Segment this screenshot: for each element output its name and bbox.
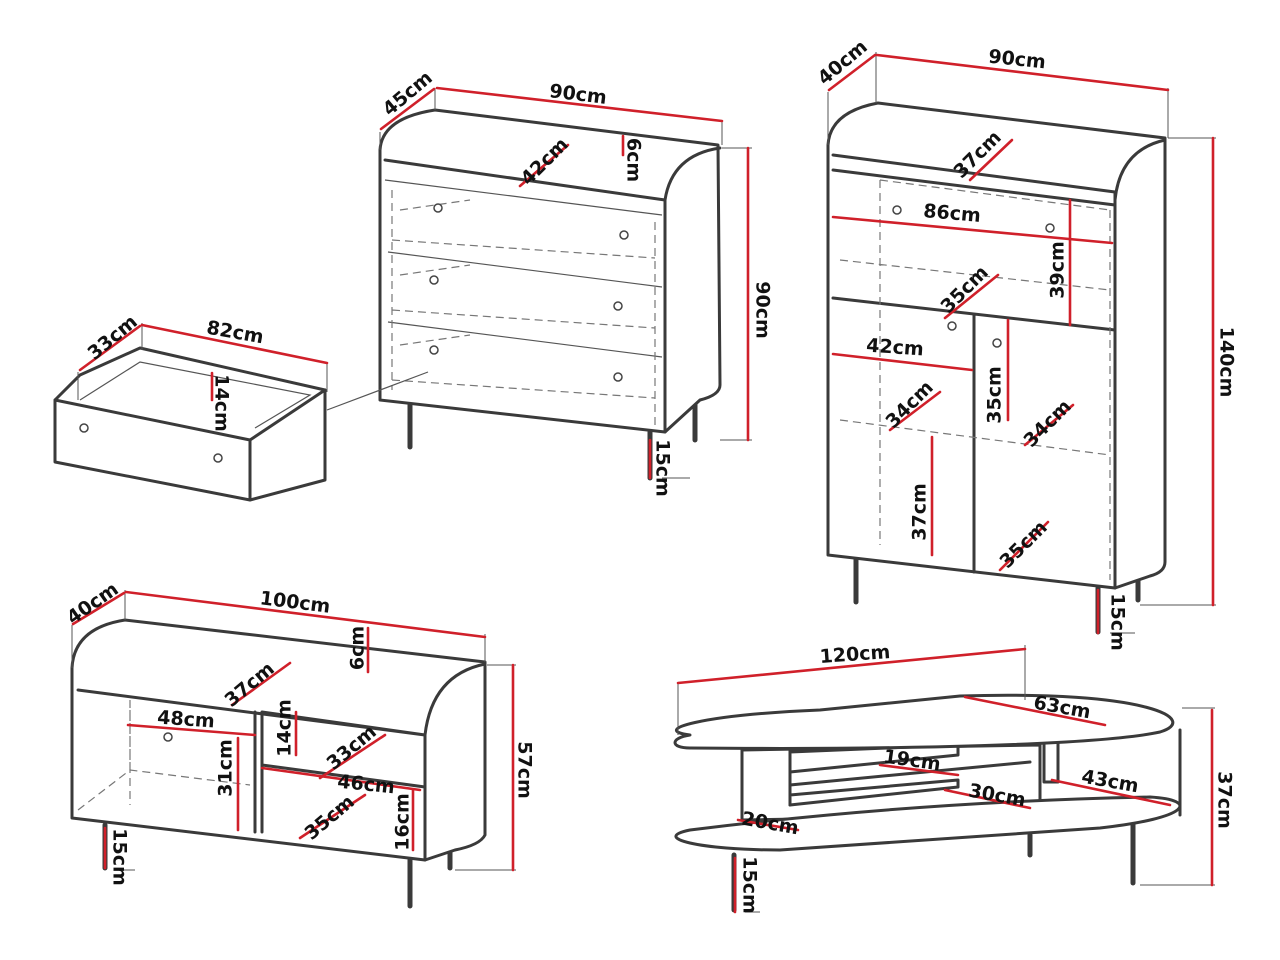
dim-line xyxy=(736,818,800,832)
dim-line xyxy=(78,324,142,372)
dim-line xyxy=(963,695,1107,727)
dim-line xyxy=(888,390,942,432)
chest-rim-label: 6cm xyxy=(623,138,645,182)
chest-edges xyxy=(383,146,722,434)
dim-line xyxy=(318,733,387,780)
drawer-detail: 33cm 82cm 14cm xyxy=(53,311,429,502)
dim-line xyxy=(943,273,1000,320)
tv-left-width-label: 48cm xyxy=(157,707,216,733)
chest-leg-label: 15cm xyxy=(652,439,674,497)
knob xyxy=(619,230,629,240)
dim-line xyxy=(998,520,1050,572)
drawer-edges xyxy=(53,388,327,502)
dim-line xyxy=(943,788,1032,810)
table-side-depth-label: 43cm xyxy=(1080,766,1140,798)
table-top xyxy=(673,693,1175,750)
knob xyxy=(613,372,623,382)
chest-height-label: 90cm xyxy=(752,281,774,339)
table-bottom-shelf xyxy=(674,795,1182,852)
knob xyxy=(429,345,439,355)
hidden-lines xyxy=(391,190,656,425)
table-length-label: 120cm xyxy=(819,641,891,668)
hidden-lines xyxy=(839,179,1111,580)
dim-line xyxy=(126,723,257,737)
knob xyxy=(213,453,223,463)
dim-line xyxy=(518,143,570,188)
side-opening xyxy=(1042,740,1060,784)
tv-width-label: 100cm xyxy=(259,587,332,617)
knob xyxy=(947,321,957,331)
drawer-inner xyxy=(79,361,312,429)
dim-line xyxy=(260,766,422,792)
cabinet-right-height-label: 35cm xyxy=(984,366,1006,424)
dim-line xyxy=(140,323,329,365)
dim-line xyxy=(230,661,292,707)
extension-lines xyxy=(677,645,1215,913)
dim-line xyxy=(676,647,1027,685)
extension-lines xyxy=(827,52,1216,634)
lower-slot xyxy=(788,778,960,807)
tv-left-height-label: 31cm xyxy=(215,739,237,797)
cabinet-upper-height-label: 39cm xyxy=(1047,241,1069,299)
dim-line xyxy=(968,138,1014,182)
drawer-divisions xyxy=(384,179,663,358)
extension-lines xyxy=(71,590,516,871)
knob xyxy=(992,338,1002,348)
drawer-body xyxy=(53,346,327,502)
tv-height-label: 57cm xyxy=(514,741,536,799)
hidden-lines xyxy=(77,700,251,811)
tv-rim-label: 6cm xyxy=(347,626,369,670)
tv-leg-label: 15cm xyxy=(109,828,131,886)
tv-stand-body xyxy=(70,618,487,862)
drawer-width-label: 82cm xyxy=(205,317,265,349)
tv-upper-height-label: 14cm xyxy=(274,699,296,757)
dim-line xyxy=(1023,403,1075,447)
tv-stand: 40cm 100cm 6cm 37cm 48cm 14cm 31cm 33cm … xyxy=(63,578,536,909)
knob xyxy=(613,301,623,311)
cabinet-left-lower-label: 37cm xyxy=(909,483,931,541)
tall-cabinet: 40cm 90cm 140cm 37cm 86cm 39cm 35cm 42cm… xyxy=(814,36,1238,651)
table-leg-label: 15cm xyxy=(739,856,761,914)
dim-line xyxy=(878,763,960,777)
dim-line xyxy=(1050,778,1172,807)
chest-width-label: 90cm xyxy=(548,80,608,109)
dim-line xyxy=(827,53,877,92)
knob xyxy=(1045,223,1055,233)
coffee-table: 120cm 63cm 19cm 30cm 43cm 20cm 37cm 15cm xyxy=(673,641,1236,914)
connector-line xyxy=(326,371,429,411)
drawer-height-label: 14cm xyxy=(211,374,233,432)
extension-lines xyxy=(379,88,752,479)
cabinet-edges xyxy=(831,138,1167,590)
dim-line xyxy=(435,86,724,123)
dim-line xyxy=(831,352,974,372)
cabinet-height-label: 140cm xyxy=(1216,327,1238,398)
cabinet-inner-width-label: 86cm xyxy=(922,200,981,227)
extension-lines xyxy=(77,323,328,400)
dim-line xyxy=(875,53,1170,92)
cabinet-leg-label: 15cm xyxy=(1107,593,1129,651)
dim-line xyxy=(124,590,487,639)
dim-line xyxy=(298,793,367,840)
knob xyxy=(79,423,89,433)
table-height-label: 37cm xyxy=(1214,771,1236,829)
dim-line xyxy=(831,215,1114,245)
knob xyxy=(892,205,902,215)
tv-stand-edges xyxy=(76,662,487,862)
knob xyxy=(433,203,443,213)
dim-line xyxy=(71,591,126,626)
knob xyxy=(429,275,439,285)
knob xyxy=(163,732,173,742)
chest-of-drawers: 45cm 90cm 42cm 6cm 90cm 15cm xyxy=(378,67,774,497)
tv-lower-height-label: 16cm xyxy=(392,793,414,851)
dim-line xyxy=(379,87,436,131)
cabinet-left-width-label: 42cm xyxy=(866,335,925,361)
